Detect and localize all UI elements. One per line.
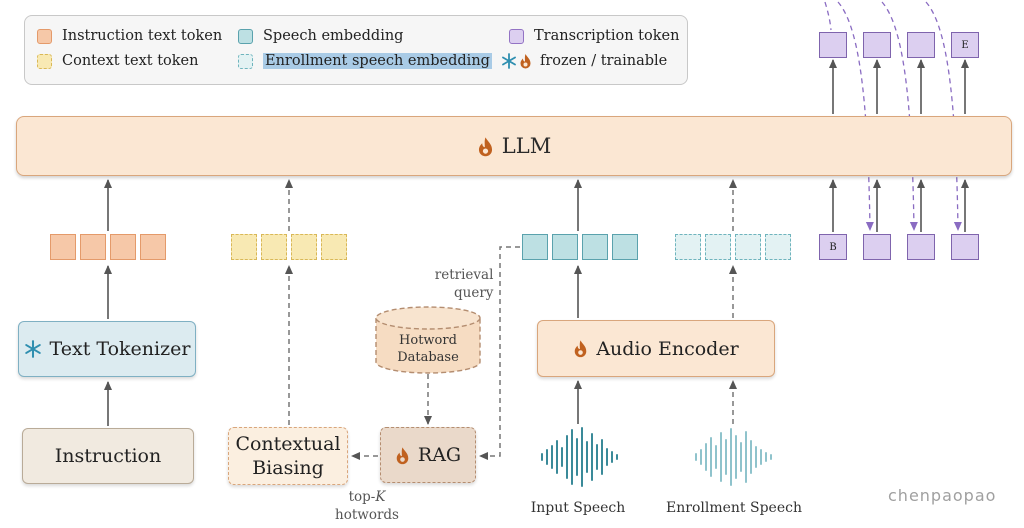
flame-icon bbox=[477, 136, 494, 157]
legend-label: Speech embedding bbox=[263, 28, 404, 44]
context-token bbox=[231, 234, 257, 260]
legend: Instruction text token Context text toke… bbox=[24, 15, 688, 85]
snowflake-icon bbox=[501, 53, 517, 69]
context-token bbox=[261, 234, 287, 260]
label-line: retrieval bbox=[434, 267, 494, 283]
input-speech-label: Input Speech bbox=[530, 500, 626, 516]
snowflake-icon bbox=[24, 340, 42, 358]
label-line: hotwords bbox=[335, 507, 399, 523]
text-tokenizer-block: Text Tokenizer bbox=[18, 321, 196, 377]
enrollment-speech-waveform-icon bbox=[695, 428, 772, 486]
enrollment-embedding-token bbox=[675, 234, 701, 260]
begin-token: B bbox=[819, 234, 847, 260]
watermark: chenpaopao bbox=[888, 486, 997, 505]
autoregressive-curve-3 bbox=[925, 1, 962, 231]
label-line: top-K bbox=[332, 488, 402, 506]
transcription-token bbox=[863, 234, 891, 260]
speech-embedding-token bbox=[522, 234, 548, 260]
context-token bbox=[321, 234, 347, 260]
instruction-block: Instruction bbox=[22, 428, 194, 484]
llm-label: LLM bbox=[501, 134, 552, 158]
rag-label: RAG bbox=[417, 444, 462, 466]
database-line: Database bbox=[397, 350, 459, 365]
retrieval-query-label: retrieval query bbox=[434, 266, 494, 302]
legend-label: Transcription token bbox=[534, 28, 680, 44]
label-variable: K bbox=[375, 489, 386, 505]
arrow-retrieval-query bbox=[479, 246, 520, 460]
flame-icon bbox=[573, 339, 588, 358]
transcription-token bbox=[907, 234, 935, 260]
enrollment-embedding-token bbox=[705, 234, 731, 260]
instruction-token bbox=[110, 234, 136, 260]
transcription-token bbox=[819, 32, 847, 58]
contextual-biasing-label: Contextual Biasing bbox=[235, 433, 341, 479]
rag-block: RAG bbox=[380, 427, 476, 483]
legend-label: Instruction text token bbox=[62, 28, 223, 44]
instruction-token-swatch bbox=[37, 28, 52, 44]
flame-icon bbox=[519, 53, 532, 69]
enrollment-speech-label: Enrollment Speech bbox=[666, 500, 802, 516]
legend-item-enrollment: Enrollment speech embedding bbox=[238, 53, 492, 69]
transcription-token bbox=[907, 32, 935, 58]
hotword-database-label: Hotword Database bbox=[378, 332, 478, 366]
transcription-token bbox=[863, 32, 891, 58]
speech-embedding-token bbox=[552, 234, 578, 260]
autoregressive-curve-0 bbox=[824, 1, 832, 31]
end-token: E bbox=[951, 32, 979, 58]
legend-item-context: Context text token bbox=[37, 53, 198, 69]
database-line: Hotword bbox=[399, 333, 457, 348]
legend-label: Context text token bbox=[62, 53, 199, 69]
context-token-swatch bbox=[37, 53, 52, 69]
legend-item-frozen-trainable: frozen / trainable bbox=[501, 53, 667, 69]
legend-label: Enrollment speech embedding bbox=[263, 53, 492, 69]
enrollment-embedding-token bbox=[735, 234, 761, 260]
flame-icon bbox=[395, 446, 410, 465]
audio-encoder-label: Audio Encoder bbox=[596, 337, 739, 360]
speech-embedding-token bbox=[612, 234, 638, 260]
text-tokenizer-label: Text Tokenizer bbox=[49, 338, 191, 360]
enrollment-embedding-swatch bbox=[238, 53, 253, 69]
autoregressive-curve-2 bbox=[881, 1, 918, 231]
transcription-token-swatch bbox=[509, 28, 524, 44]
legend-item-transcription: Transcription token bbox=[509, 28, 679, 44]
instruction-label: Instruction bbox=[54, 445, 162, 467]
enrollment-embedding-token bbox=[765, 234, 791, 260]
speech-embedding-token bbox=[582, 234, 608, 260]
context-token bbox=[291, 234, 317, 260]
label-line: query bbox=[454, 285, 494, 301]
contextual-biasing-block: Contextual Biasing bbox=[228, 427, 348, 485]
instruction-token bbox=[140, 234, 166, 260]
input-speech-waveform-icon bbox=[541, 427, 618, 487]
transcription-token bbox=[951, 234, 979, 260]
llm-block: LLM bbox=[16, 116, 1012, 176]
instruction-token bbox=[50, 234, 76, 260]
hotword-database-cylinder bbox=[375, 306, 481, 374]
legend-label: frozen / trainable bbox=[540, 53, 668, 69]
audio-encoder-block: Audio Encoder bbox=[537, 320, 775, 377]
autoregressive-curve-1 bbox=[837, 1, 874, 231]
legend-item-instruction: Instruction text token bbox=[37, 28, 222, 44]
top-k-hotwords-label: top-K hotwords bbox=[332, 488, 402, 524]
legend-item-speech: Speech embedding bbox=[238, 28, 403, 44]
label-prefix: top- bbox=[348, 489, 376, 505]
speech-embedding-swatch bbox=[238, 28, 253, 44]
instruction-token bbox=[80, 234, 106, 260]
